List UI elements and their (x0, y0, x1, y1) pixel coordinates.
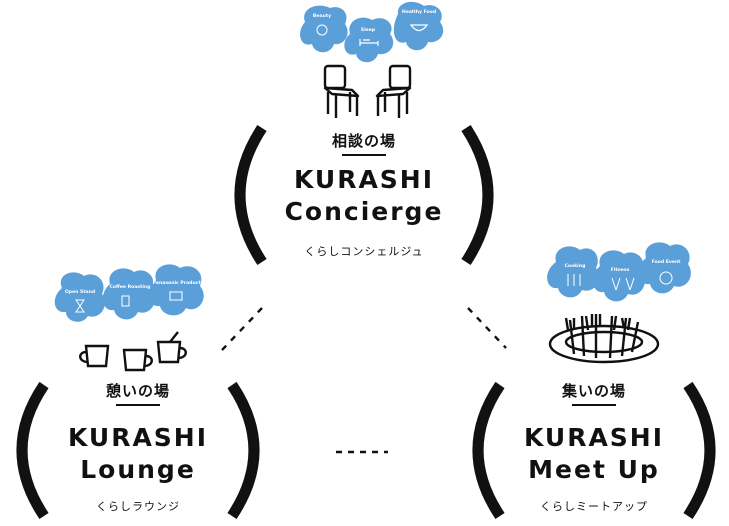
hourglass-icon (75, 299, 85, 313)
cups-icon (79, 331, 187, 372)
concierge-title-line2: Concierge (284, 197, 444, 226)
meetup-bubbles: Cooking Fitness Food Event (547, 242, 691, 302)
lounge-left-parenthesis (16, 381, 49, 520)
lounge-kana: くらしラウンジ (96, 500, 180, 513)
meetup-title-line1: KURASHI (523, 423, 665, 452)
open-stand-bubble (54, 272, 105, 322)
connector-right (467, 307, 507, 349)
cutlery-icon (567, 274, 581, 286)
meetup-divider (572, 404, 616, 406)
panasonic-products-label: Panasonic Products (153, 280, 204, 286)
meetup-kana: くらしミートアップ (540, 500, 648, 513)
plate-icon (659, 271, 673, 285)
food-event-label: Food Event (652, 259, 682, 265)
plate-forks-icon (548, 314, 660, 364)
lounge-title-line2: Lounge (80, 455, 196, 484)
coffee-roasting-bubble (102, 268, 155, 320)
meetup-left-parenthesis (472, 381, 505, 520)
cooking-bubble (547, 246, 599, 298)
cooking-label: Cooking (565, 263, 586, 269)
people-icon (611, 277, 635, 291)
healthy-food-label: Healthy Food (402, 9, 436, 15)
bowl-icon (409, 24, 429, 32)
beauty-bubble (300, 5, 348, 53)
sleep-label: Sleep (361, 27, 376, 33)
concierge-right-parenthesis (461, 124, 494, 266)
concierge-kana: くらしコンシェルジュ (304, 245, 424, 258)
lounge-divider (116, 404, 160, 406)
concierge-divider (342, 154, 386, 156)
concierge-left-parenthesis (234, 124, 267, 266)
concierge-title-line1: KURASHI (293, 165, 435, 194)
beauty-icon (316, 24, 328, 36)
meetup-title-jp: 集いの場 (561, 382, 626, 400)
open-stand-label: Open Stand (65, 289, 95, 295)
chairs-icon (323, 64, 412, 118)
beauty-label: Beauty (313, 13, 331, 19)
lounge-right-parenthesis (227, 381, 260, 520)
concierge-title-jp: 相談の場 (331, 132, 396, 150)
fitness-bubble (592, 250, 645, 302)
concierge-bubbles: Beauty Sleep Healthy Food (300, 1, 444, 63)
lounge-title-jp: 憩いの場 (105, 382, 170, 400)
fitness-label: Fitness (611, 267, 630, 273)
connector-left (221, 307, 263, 351)
coffee-roasting-label: Coffee Roasting (110, 284, 151, 290)
lounge-bubbles: Open Stand Coffee Roasting Panasonic Pro… (54, 264, 204, 322)
panasonic-products-bubble (148, 264, 204, 316)
roaster-icon (121, 295, 130, 307)
appliance-icon (169, 291, 183, 301)
food-event-bubble (638, 242, 691, 294)
lounge-title-line1: KURASHI (67, 423, 209, 452)
meetup-right-parenthesis (683, 381, 716, 520)
healthy-food-bubble (393, 1, 444, 51)
bed-icon (359, 39, 379, 46)
meetup-title-line2: Meet Up (528, 455, 660, 484)
